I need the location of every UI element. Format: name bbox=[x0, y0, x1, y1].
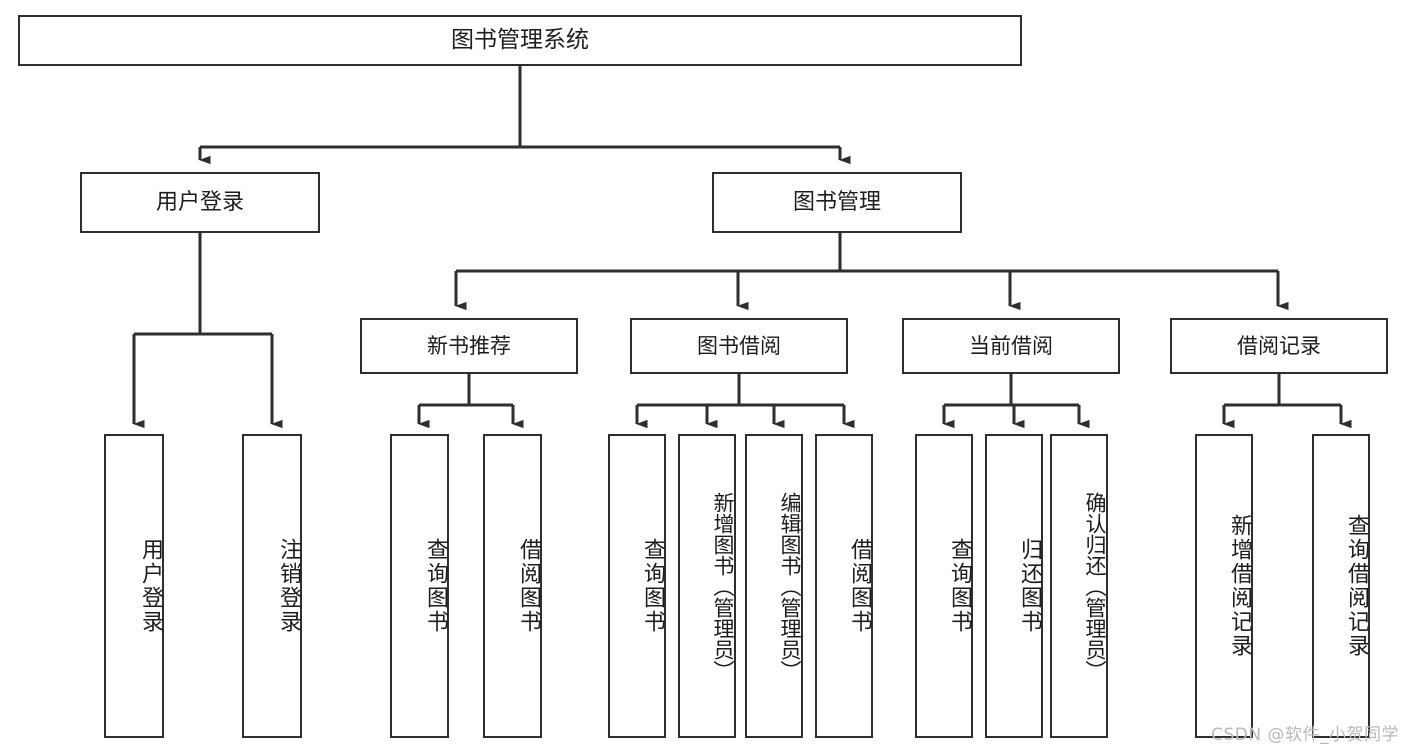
leaf-edit-book-label: 编辑图书（管理员） bbox=[778, 491, 802, 681]
node-root-label: 图书管理系统 bbox=[451, 27, 589, 54]
leaf-borrow-book[interactable]: 借阅图书 bbox=[815, 434, 873, 738]
leaf-add-borrow-record[interactable]: 新增借阅记录 bbox=[1195, 434, 1253, 738]
node-book-manage-label: 图书管理 bbox=[792, 189, 881, 215]
leaf-query-book-borrow-label: 查询图书 bbox=[640, 538, 665, 634]
node-book-manage[interactable]: 图书管理 bbox=[712, 172, 962, 233]
leaf-query-book-recommend[interactable]: 查询图书 bbox=[390, 434, 449, 738]
node-borrow-record[interactable]: 借阅记录 bbox=[1170, 318, 1388, 374]
leaf-query-book-current-label: 查询图书 bbox=[947, 538, 972, 634]
leaf-borrow-book-label: 借阅图书 bbox=[847, 538, 872, 634]
leaf-return-book[interactable]: 归还图书 bbox=[985, 434, 1043, 738]
leaf-query-book-recommend-label: 查询图书 bbox=[423, 538, 448, 634]
node-user-login-label: 用户登录 bbox=[155, 189, 244, 215]
leaf-add-borrow-record-label: 新增借阅记录 bbox=[1227, 514, 1252, 658]
leaf-confirm-return-label: 确认归还（管理员） bbox=[1083, 491, 1107, 681]
leaf-query-book-borrow[interactable]: 查询图书 bbox=[608, 434, 666, 738]
leaf-user-login[interactable]: 用户登录 bbox=[104, 434, 164, 738]
leaf-return-book-label: 归还图书 bbox=[1017, 538, 1042, 634]
leaf-user-login-label: 用户登录 bbox=[138, 538, 163, 634]
leaf-add-book[interactable]: 新增图书（管理员） bbox=[678, 434, 736, 738]
node-borrow-record-label: 借阅记录 bbox=[1237, 333, 1321, 358]
leaf-borrow-book-recommend[interactable]: 借阅图书 bbox=[483, 434, 542, 738]
node-current-borrow[interactable]: 当前借阅 bbox=[902, 318, 1120, 374]
node-book-borrow[interactable]: 图书借阅 bbox=[630, 318, 848, 374]
node-current-borrow-label: 当前借阅 bbox=[969, 333, 1053, 358]
node-new-book-recommend[interactable]: 新书推荐 bbox=[360, 318, 578, 374]
leaf-query-borrow-record[interactable]: 查询借阅记录 bbox=[1312, 434, 1370, 738]
leaf-query-book-current[interactable]: 查询图书 bbox=[915, 434, 973, 738]
leaf-add-book-label: 新增图书（管理员） bbox=[711, 491, 735, 681]
leaf-logout[interactable]: 注销登录 bbox=[242, 434, 302, 738]
leaf-query-borrow-record-label: 查询借阅记录 bbox=[1344, 514, 1369, 658]
node-user-login[interactable]: 用户登录 bbox=[80, 172, 320, 233]
leaf-borrow-book-recommend-label: 借阅图书 bbox=[516, 538, 541, 634]
node-new-book-recommend-label: 新书推荐 bbox=[427, 333, 511, 358]
leaf-edit-book[interactable]: 编辑图书（管理员） bbox=[745, 434, 803, 738]
node-root[interactable]: 图书管理系统 bbox=[18, 15, 1022, 66]
node-book-borrow-label: 图书借阅 bbox=[697, 333, 781, 358]
leaf-logout-label: 注销登录 bbox=[276, 538, 301, 634]
leaf-confirm-return[interactable]: 确认归还（管理员） bbox=[1050, 434, 1108, 738]
